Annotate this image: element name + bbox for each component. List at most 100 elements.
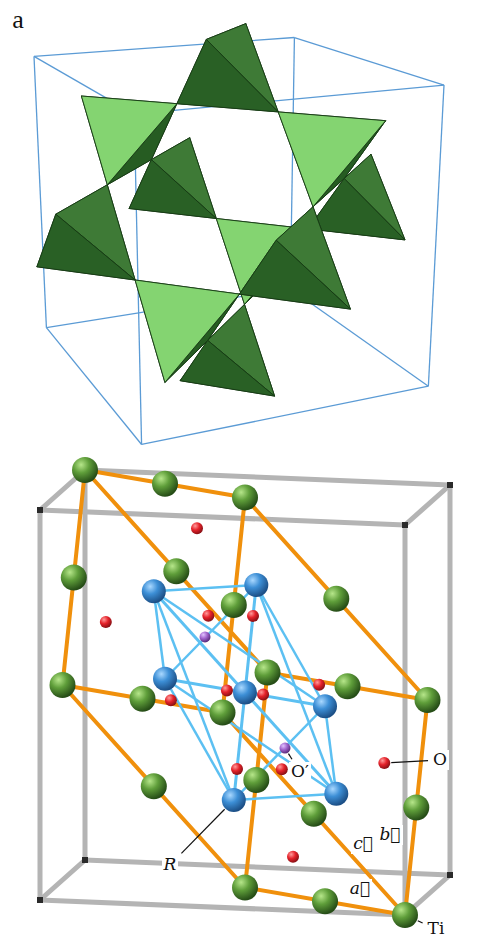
r-atom (324, 782, 348, 806)
o-atom (100, 616, 112, 628)
ti-atom (163, 558, 189, 584)
rhombohedral-cell-edge (245, 498, 428, 701)
tetrahedron-face (177, 24, 278, 112)
cubic-cell-corner (82, 857, 88, 863)
leader-lines (181, 754, 428, 923)
r-atom (233, 681, 257, 705)
ti-atom (232, 485, 258, 511)
r-bond (234, 706, 325, 800)
ti-atom (415, 687, 441, 713)
ti-atom (312, 888, 338, 914)
cube-edge (294, 38, 444, 86)
unit-cell (37, 457, 453, 928)
cube-edge (428, 85, 444, 386)
tetrahedra-network (34, 24, 444, 445)
r-bond (154, 585, 257, 591)
r-bond (234, 693, 245, 801)
o-atom (313, 679, 325, 691)
r-atom (222, 788, 246, 812)
cubic-cell-edge (403, 525, 408, 915)
r-bond (234, 794, 337, 800)
ti-atom (61, 565, 87, 591)
o-atom (276, 763, 288, 775)
tetrahedron-face (129, 160, 216, 219)
atom-label: O (431, 750, 449, 770)
o-atom (257, 689, 269, 701)
vector-label: c⃗ (351, 834, 375, 854)
ti-atom (392, 902, 418, 928)
ti-atom (232, 875, 258, 901)
cubic-cell-corner (447, 872, 453, 878)
cubic-cell-edge (40, 860, 85, 900)
ti-atom (221, 592, 247, 618)
tetrahedron-face (37, 185, 135, 280)
r-bond (165, 679, 336, 794)
r-bond (245, 585, 256, 693)
tetrahedron-face (278, 112, 385, 207)
rhombohedral-cell-edge (85, 470, 245, 498)
ti-atom (243, 767, 269, 793)
panel-letter: a (12, 5, 24, 35)
r-atom (313, 694, 337, 718)
r-bond (256, 585, 336, 794)
tetrahedron-face (239, 207, 350, 309)
cubic-cell-edge (38, 510, 43, 900)
atom-label: O′ (289, 762, 311, 782)
tetrahedron-face (239, 240, 350, 309)
cubic-cell-corner (37, 897, 43, 903)
r-bond (165, 585, 256, 679)
cubic-cell-edge (405, 485, 450, 525)
leader-line (288, 754, 292, 760)
cubic-cell-corner (447, 482, 453, 488)
cube-edge (46, 328, 141, 445)
cube-edge (34, 56, 46, 327)
tetrahedron-face (177, 39, 278, 112)
r-bond (165, 679, 234, 800)
vector-label: b⃗ (377, 825, 402, 845)
tetrahedron-face (81, 96, 176, 185)
ti-atom (403, 795, 429, 821)
o-prime-atom (280, 743, 291, 754)
cubic-cell-edge (83, 470, 88, 860)
ti-atom (141, 773, 167, 799)
ti-atom (50, 672, 76, 698)
cubic-cell-corner (402, 522, 408, 528)
ti-atom (255, 660, 281, 686)
tetrahedron-face (135, 280, 239, 382)
ti-atom (152, 471, 178, 497)
o-atom (247, 610, 259, 622)
leader-line (391, 761, 428, 763)
r-bond (154, 591, 234, 800)
o-atom (287, 851, 299, 863)
cubic-cell-edge (448, 485, 453, 875)
ti-atom (210, 700, 236, 726)
rhombohedral-cell-edge (63, 685, 246, 888)
tetrahedron-face (37, 214, 135, 280)
o-atom (202, 610, 214, 622)
cube-edge (142, 386, 429, 444)
ti-atom (72, 457, 98, 483)
r-atom (244, 573, 268, 597)
atom-label: Ti (426, 919, 447, 939)
rhombohedral-cell-edge (85, 470, 268, 673)
ti-atom (323, 586, 349, 612)
o-prime-atom (200, 631, 211, 642)
leader-line (418, 921, 423, 923)
o-atom (231, 763, 243, 775)
cubic-cell-edge (40, 510, 405, 525)
ti-atom (130, 686, 156, 712)
r-atom (142, 579, 166, 603)
o-atom (221, 684, 233, 696)
cubic-cell-edge (85, 860, 450, 875)
r-bond (256, 585, 325, 706)
vector-label: a⃗ (348, 879, 372, 899)
atom-label: R (162, 855, 179, 875)
o-atom (378, 757, 390, 769)
o-atom (191, 522, 203, 534)
rhombohedral-cell-edge (223, 713, 406, 916)
ti-atom (335, 673, 361, 699)
o-atom (165, 694, 177, 706)
leader-line (181, 809, 224, 853)
